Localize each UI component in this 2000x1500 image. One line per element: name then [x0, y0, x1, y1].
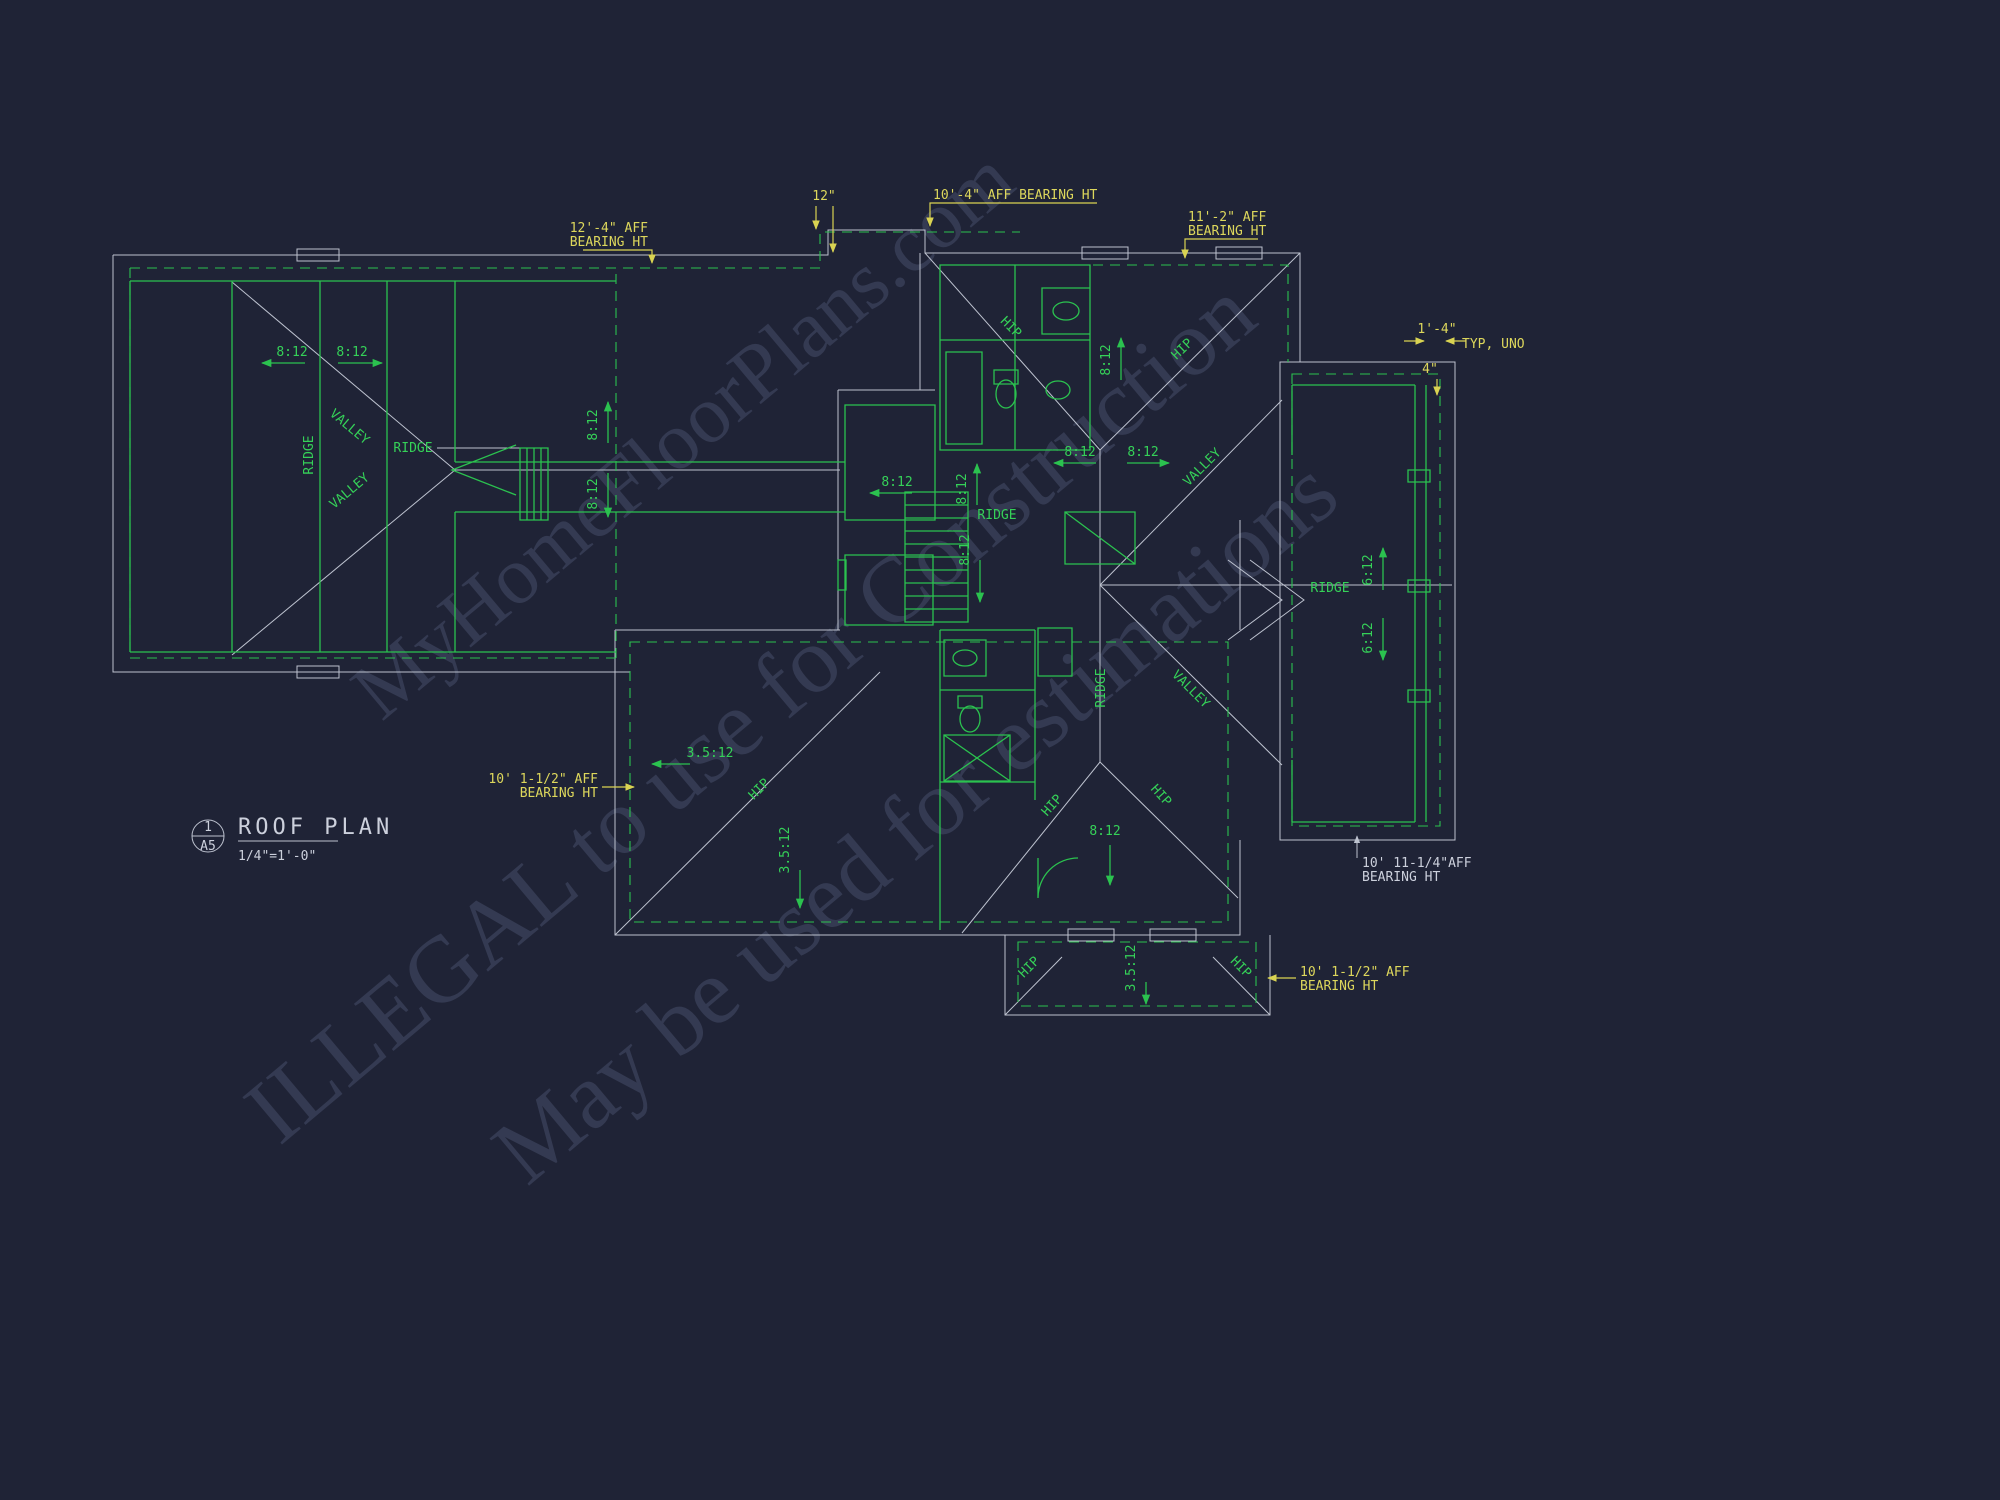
sheet-number: A5 [200, 839, 216, 854]
bearing-height-10-1half-bottom-line1: 10' 1-1/2" AFF [1300, 965, 1410, 980]
slope-label-8-12: 8:12 [1064, 445, 1095, 460]
hip-label: HIP [1039, 792, 1066, 820]
bearing-height-10-1half-left-line2: BEARING HT [520, 786, 598, 801]
upper-bathroom-walls [939, 264, 1091, 451]
ridge-label: RIDGE [302, 435, 317, 474]
toilet-icon [995, 379, 1017, 409]
overhang-dimension-4: 4" [1422, 362, 1438, 377]
ridge-label: RIDGE [977, 508, 1016, 523]
sink-icon [1045, 380, 1071, 400]
bearing-height-10-11-line1: 10' 11-1/4"AFF [1362, 856, 1472, 871]
annotation-leaders [583, 202, 1466, 982]
slope-label-3-5-12: 3.5:12 [1124, 945, 1139, 992]
bearing-height-10-11-line2: BEARING HT [1362, 870, 1440, 885]
right-wing-walls [1291, 384, 1431, 823]
slope-label-8-12: 8:12 [586, 409, 601, 440]
title-block: 1 A5 ROOF PLAN 1/4"=1'-0" [191, 815, 393, 864]
slope-arrows [260, 336, 1388, 1006]
corridor-stair-box [519, 447, 549, 521]
slope-label-8-12: 8:12 [881, 475, 912, 490]
bearing-height-11-2-line2: BEARING HT [1188, 224, 1266, 239]
step-dimension-12in: 12" [812, 189, 835, 204]
bearing-height-10-4: 10'-4" AFF BEARING HT [933, 188, 1098, 203]
hip-label: HIP [1147, 782, 1174, 810]
watermark: MyHomeFloorPlans.com ILLEGAL to use for … [226, 132, 1356, 1204]
bearing-height-10-1half-left-line1: 10' 1-1/2" AFF [488, 772, 598, 787]
slope-label-6-12: 6:12 [1361, 554, 1376, 585]
slope-labels: 8:12 8:12 8:12 8:12 8:12 8:12 8:12 8:12 … [276, 344, 1376, 991]
wall-lines [129, 264, 1431, 930]
slope-label-8-12: 8:12 [1089, 824, 1120, 839]
chimney-chase [1064, 511, 1136, 565]
slope-label-8-12: 8:12 [336, 345, 367, 360]
hip-label: HIP [1227, 954, 1254, 981]
valley-label: VALLEY [1181, 445, 1225, 489]
bearing-height-11-2-line1: 11'-2" AFF [1188, 210, 1266, 225]
slope-label-8-12: 8:12 [955, 473, 970, 504]
slope-label-8-12: 8:12 [586, 478, 601, 509]
ridge-label: RIDGE [1310, 581, 1349, 596]
bearing-height-12-4-line2: BEARING HT [570, 235, 648, 250]
slope-label-8-12: 8:12 [276, 345, 307, 360]
overhang-dimension-1-4: 1'-4" [1417, 322, 1456, 337]
valley-label: VALLEY [326, 406, 372, 448]
door-swing-arc [1037, 857, 1079, 899]
typ-uno-note: TYP, UNO [1462, 337, 1525, 352]
window-ticks [296, 246, 1263, 942]
hip-valley-diagonals [231, 252, 1452, 1016]
drawing-scale: 1/4"=1'-0" [238, 849, 316, 864]
slope-label-6-12: 6:12 [1361, 622, 1376, 653]
slope-label-3-5-12: 3.5:12 [778, 827, 793, 874]
valley-label: VALLEY [327, 470, 373, 512]
toilet-icon [959, 705, 981, 733]
lower-bathroom-walls [939, 627, 1073, 930]
sink-icon [1052, 301, 1080, 321]
bearing-dashed-lines [129, 231, 1441, 1007]
slope-label-8-12: 8:12 [958, 534, 973, 565]
ridge-label: RIDGE [1094, 668, 1109, 707]
drawing-title: ROOF PLAN [238, 815, 393, 840]
bearing-height-10-1half-bottom-line2: BEARING HT [1300, 979, 1378, 994]
bearing-height-12-4-line1: 12'-4" AFF [570, 221, 648, 236]
detail-number: 1 [204, 820, 212, 835]
watermark-line-1: MyHomeFloorPlans.com [335, 132, 1030, 736]
bearing-annotations: 12'-4" AFF BEARING HT 12" 10'-4" AFF BEA… [488, 188, 1524, 994]
slope-label-3-5-12: 3.5:12 [687, 746, 734, 761]
sink-icon [952, 649, 978, 667]
slope-label-8-12: 8:12 [1099, 344, 1114, 375]
hip-label: HIP [997, 314, 1024, 341]
ridge-label: RIDGE [393, 441, 432, 456]
center-rooms [837, 404, 969, 626]
hip-label: HIP [1016, 954, 1043, 981]
dormer-chevrons [1227, 559, 1305, 641]
slope-label-8-12: 8:12 [1127, 445, 1158, 460]
hip-label: HIP [746, 776, 773, 803]
